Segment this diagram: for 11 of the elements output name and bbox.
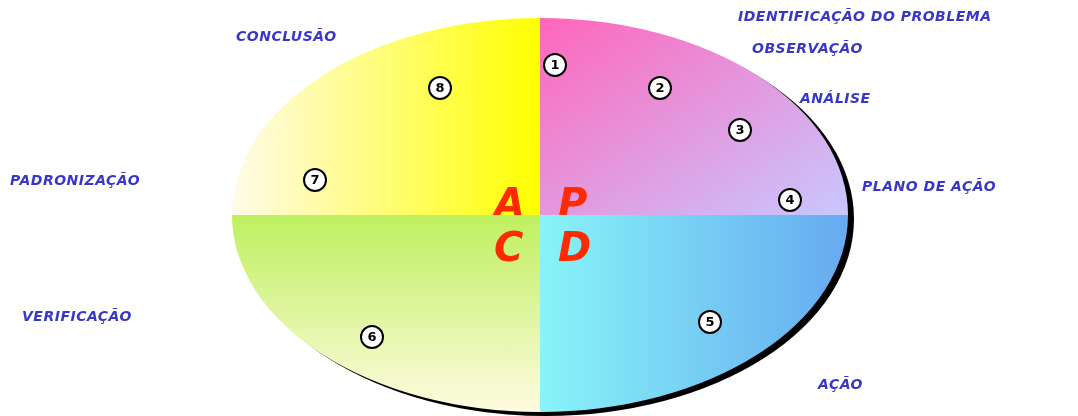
step-label: PADRONIZAÇÃO <box>10 172 141 188</box>
step-label: PLANO DE AÇÃO <box>862 178 997 194</box>
step-label: IDENTIFICAÇÃO DO PROBLEMA <box>738 8 992 24</box>
quadrant-letter: D <box>558 227 592 267</box>
step-label: AÇÃO <box>818 376 863 392</box>
step-label: OBSERVAÇÃO <box>752 40 863 56</box>
step-label: VERIFICAÇÃO <box>22 308 132 324</box>
step-label: CONCLUSÃO <box>236 28 337 44</box>
quadrant-letter: C <box>494 227 524 267</box>
step-label: ANÁLISE <box>800 90 871 106</box>
quadrant-letter: P <box>558 183 588 223</box>
